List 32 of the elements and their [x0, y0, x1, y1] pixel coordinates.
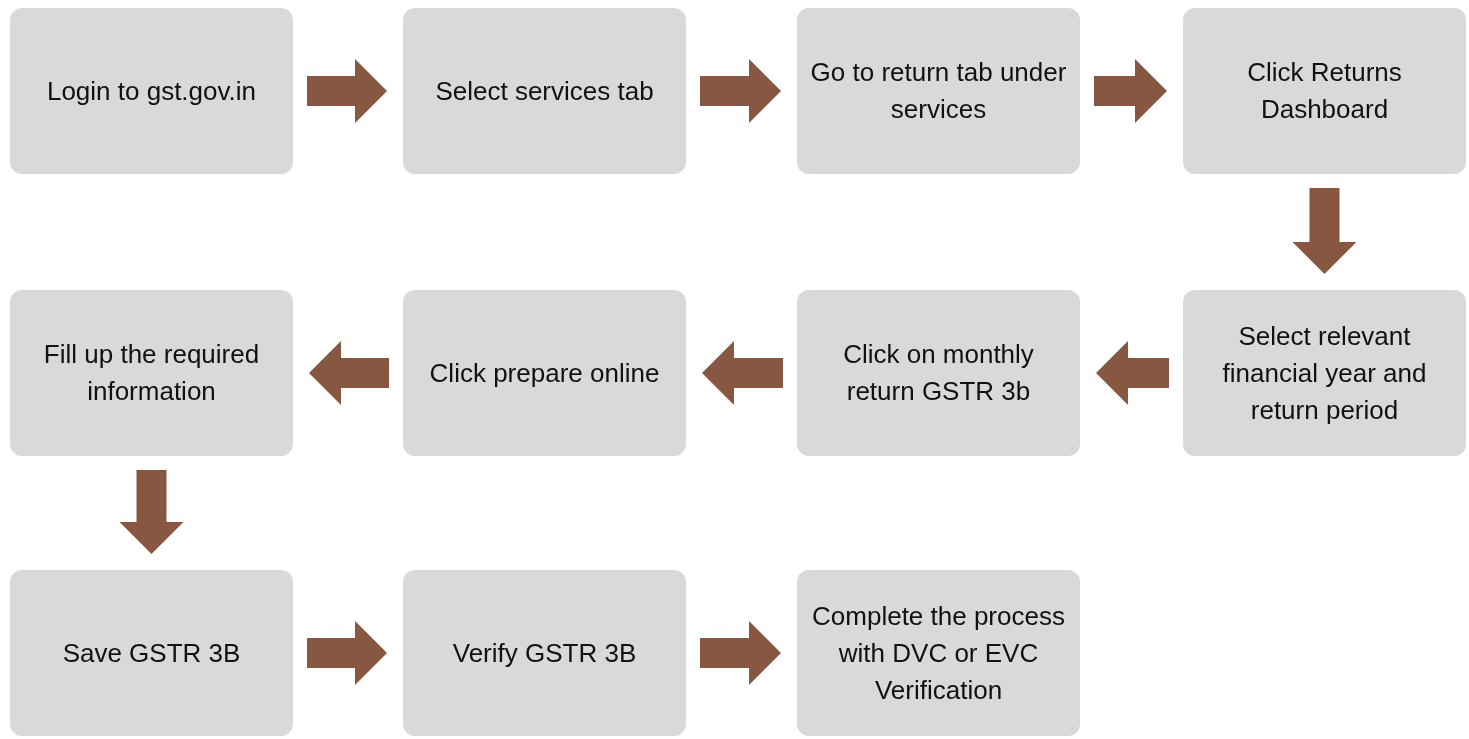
block-arrow — [307, 59, 387, 123]
block-arrow — [700, 621, 781, 685]
step-text: Login to gst.gov.in — [46, 74, 257, 108]
block-arrow — [1292, 188, 1357, 274]
process-box — [1183, 290, 1466, 456]
block-arrow — [700, 59, 781, 123]
step-text: Verify GSTR 3B — [452, 636, 637, 670]
step-text: Select relevant financial year and return period — [1221, 319, 1428, 427]
process-box — [10, 290, 293, 456]
block-arrow — [1094, 59, 1167, 123]
step-text: Save GSTR 3B — [62, 636, 241, 670]
process-box — [10, 570, 293, 736]
process-box — [403, 8, 686, 174]
process-box — [797, 570, 1080, 736]
block-arrow — [1096, 341, 1169, 405]
step-text: Complete the process with DVC or EVC Verification — [811, 599, 1066, 707]
step-text: Click Returns Dashboard — [1246, 56, 1403, 126]
process-box — [1183, 8, 1466, 174]
process-box — [403, 290, 686, 456]
step-text: Go to return tab under services — [809, 56, 1068, 126]
block-arrow — [119, 470, 184, 554]
step-text: Select services tab — [435, 74, 654, 108]
process-box — [797, 290, 1080, 456]
block-arrow — [702, 341, 783, 405]
process-box — [797, 8, 1080, 174]
step-text: Click prepare online — [429, 356, 660, 390]
step-text: Fill up the required information — [42, 338, 261, 408]
process-box — [10, 8, 293, 174]
step-text: Click on monthly return GSTR 3b — [842, 338, 1035, 408]
block-arrow — [309, 341, 389, 405]
process-box — [403, 570, 686, 736]
block-arrow — [307, 621, 387, 685]
